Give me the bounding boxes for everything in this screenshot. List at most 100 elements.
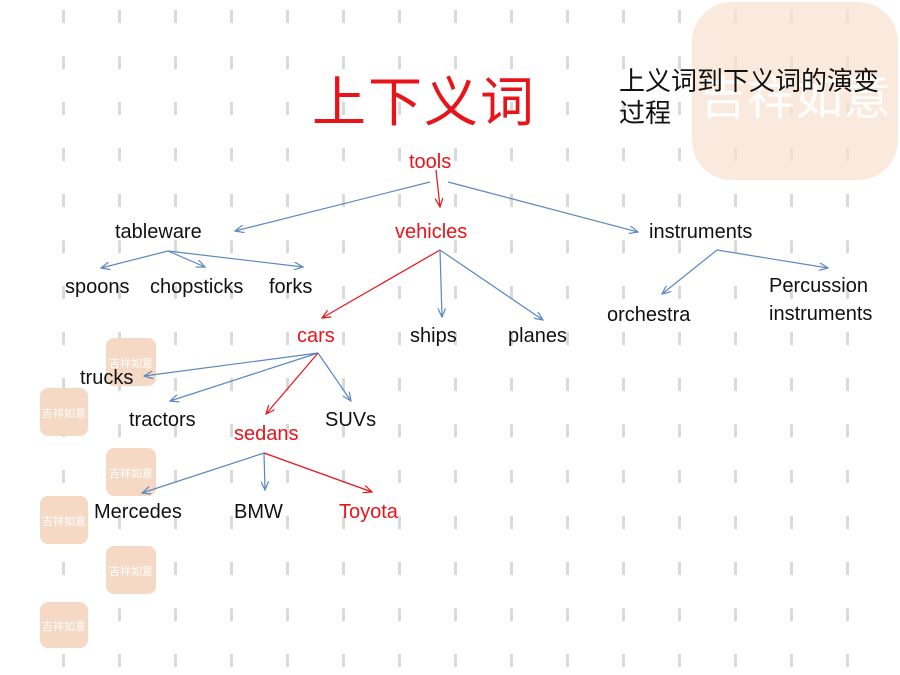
grid-dash <box>510 102 513 115</box>
grid-dash <box>454 424 457 437</box>
edge-sedans-to-mercedes <box>142 452 265 493</box>
grid-dash <box>678 424 681 437</box>
grid-dash <box>174 470 177 483</box>
grid-dash <box>398 654 401 667</box>
stamp-seal-small-3-text: 吉祥如意 <box>109 466 153 480</box>
grid-dash <box>622 240 625 253</box>
grid-dash <box>622 470 625 483</box>
grid-dash <box>454 378 457 391</box>
grid-dash <box>286 424 289 437</box>
grid-dash <box>454 194 457 207</box>
grid-dash <box>454 562 457 575</box>
grid-dash <box>678 102 681 115</box>
grid-dash <box>174 240 177 253</box>
grid-dash <box>734 286 737 299</box>
grid-dash <box>846 562 849 575</box>
grid-dash <box>174 378 177 391</box>
grid-dash <box>846 286 849 299</box>
grid-dash <box>62 286 65 299</box>
grid-dash <box>174 332 177 345</box>
grid-dash <box>342 516 345 529</box>
grid-dash <box>286 470 289 483</box>
grid-dash <box>454 102 457 115</box>
grid-dash <box>678 470 681 483</box>
grid-dash <box>174 424 177 437</box>
grid-dash <box>230 516 233 529</box>
grid-dash <box>566 10 569 23</box>
grid-dash <box>678 194 681 207</box>
grid-dash <box>342 332 345 345</box>
stamp-seal-small-1-text: 吉祥如意 <box>109 356 153 370</box>
grid-dash <box>398 240 401 253</box>
grid-dash <box>622 332 625 345</box>
grid-dash <box>230 654 233 667</box>
page-subtitle: 上义词到下义词的演变过程 <box>619 67 880 129</box>
grid-dash <box>174 516 177 529</box>
grid-dash <box>398 516 401 529</box>
grid-dash <box>622 286 625 299</box>
grid-dash <box>678 562 681 575</box>
grid-dash <box>230 470 233 483</box>
edge-instruments-to-percussion <box>716 249 828 268</box>
grid-dash <box>566 56 569 69</box>
node-tools: tools <box>409 151 452 173</box>
grid-dash <box>342 608 345 621</box>
grid-dash <box>62 470 65 483</box>
grid-dash <box>398 102 401 115</box>
grid-dash <box>62 378 65 391</box>
stamp-seal-small-4: 吉祥如意 <box>40 496 88 544</box>
grid-dash <box>622 424 625 437</box>
grid-dash <box>118 424 121 437</box>
grid-dash <box>174 56 177 69</box>
grid-dash <box>846 608 849 621</box>
grid-dash <box>230 194 233 207</box>
node-suvs: SUVs <box>325 409 377 431</box>
grid-dash <box>510 240 513 253</box>
stamp-seal-small-2-text: 吉祥如意 <box>42 406 86 420</box>
grid-dash <box>846 424 849 437</box>
grid-dash <box>286 378 289 391</box>
node-sedans: sedans <box>234 423 299 445</box>
grid-dash <box>454 148 457 161</box>
grid-dash <box>622 56 625 69</box>
node-instruments: instruments <box>649 221 753 243</box>
node-tableware: tableware <box>115 221 202 243</box>
node-cars: cars <box>297 325 335 347</box>
grid-dash <box>286 10 289 23</box>
grid-dash <box>398 10 401 23</box>
stamp-seal-small-5: 吉祥如意 <box>106 546 156 594</box>
grid-dash <box>118 286 121 299</box>
grid-dash <box>846 240 849 253</box>
grid-dash <box>62 654 65 667</box>
grid-dash <box>510 332 513 345</box>
grid-dash <box>454 56 457 69</box>
grid-dash <box>342 148 345 161</box>
grid-dash <box>62 562 65 575</box>
stamp-seal-large: 吉祥如意 <box>692 2 898 180</box>
stamp-seal-large-text: 吉祥如意 <box>699 70 891 126</box>
grid-dash <box>62 332 65 345</box>
stamp-seal-small-5-text: 吉祥如意 <box>109 564 153 578</box>
grid-dash <box>230 102 233 115</box>
grid-dash <box>342 470 345 483</box>
grid-dash <box>286 562 289 575</box>
grid-dash <box>734 608 737 621</box>
grid-dash <box>566 470 569 483</box>
edge-tableware-to-chopsticks <box>167 250 205 267</box>
grid-dash <box>790 608 793 621</box>
node-orchestra: orchestra <box>607 304 691 326</box>
grid-dash <box>734 240 737 253</box>
grid-dash <box>846 378 849 391</box>
grid-dash <box>398 148 401 161</box>
grid-dash <box>790 424 793 437</box>
grid-dash <box>622 10 625 23</box>
node-ships: ships <box>410 325 457 347</box>
grid-dash <box>790 286 793 299</box>
grid-dash <box>454 10 457 23</box>
grid-dash <box>286 608 289 621</box>
grid-dash <box>62 240 65 253</box>
grid-dash <box>622 102 625 115</box>
grid-dash <box>62 194 65 207</box>
grid-dash <box>62 56 65 69</box>
grid-dash <box>566 332 569 345</box>
